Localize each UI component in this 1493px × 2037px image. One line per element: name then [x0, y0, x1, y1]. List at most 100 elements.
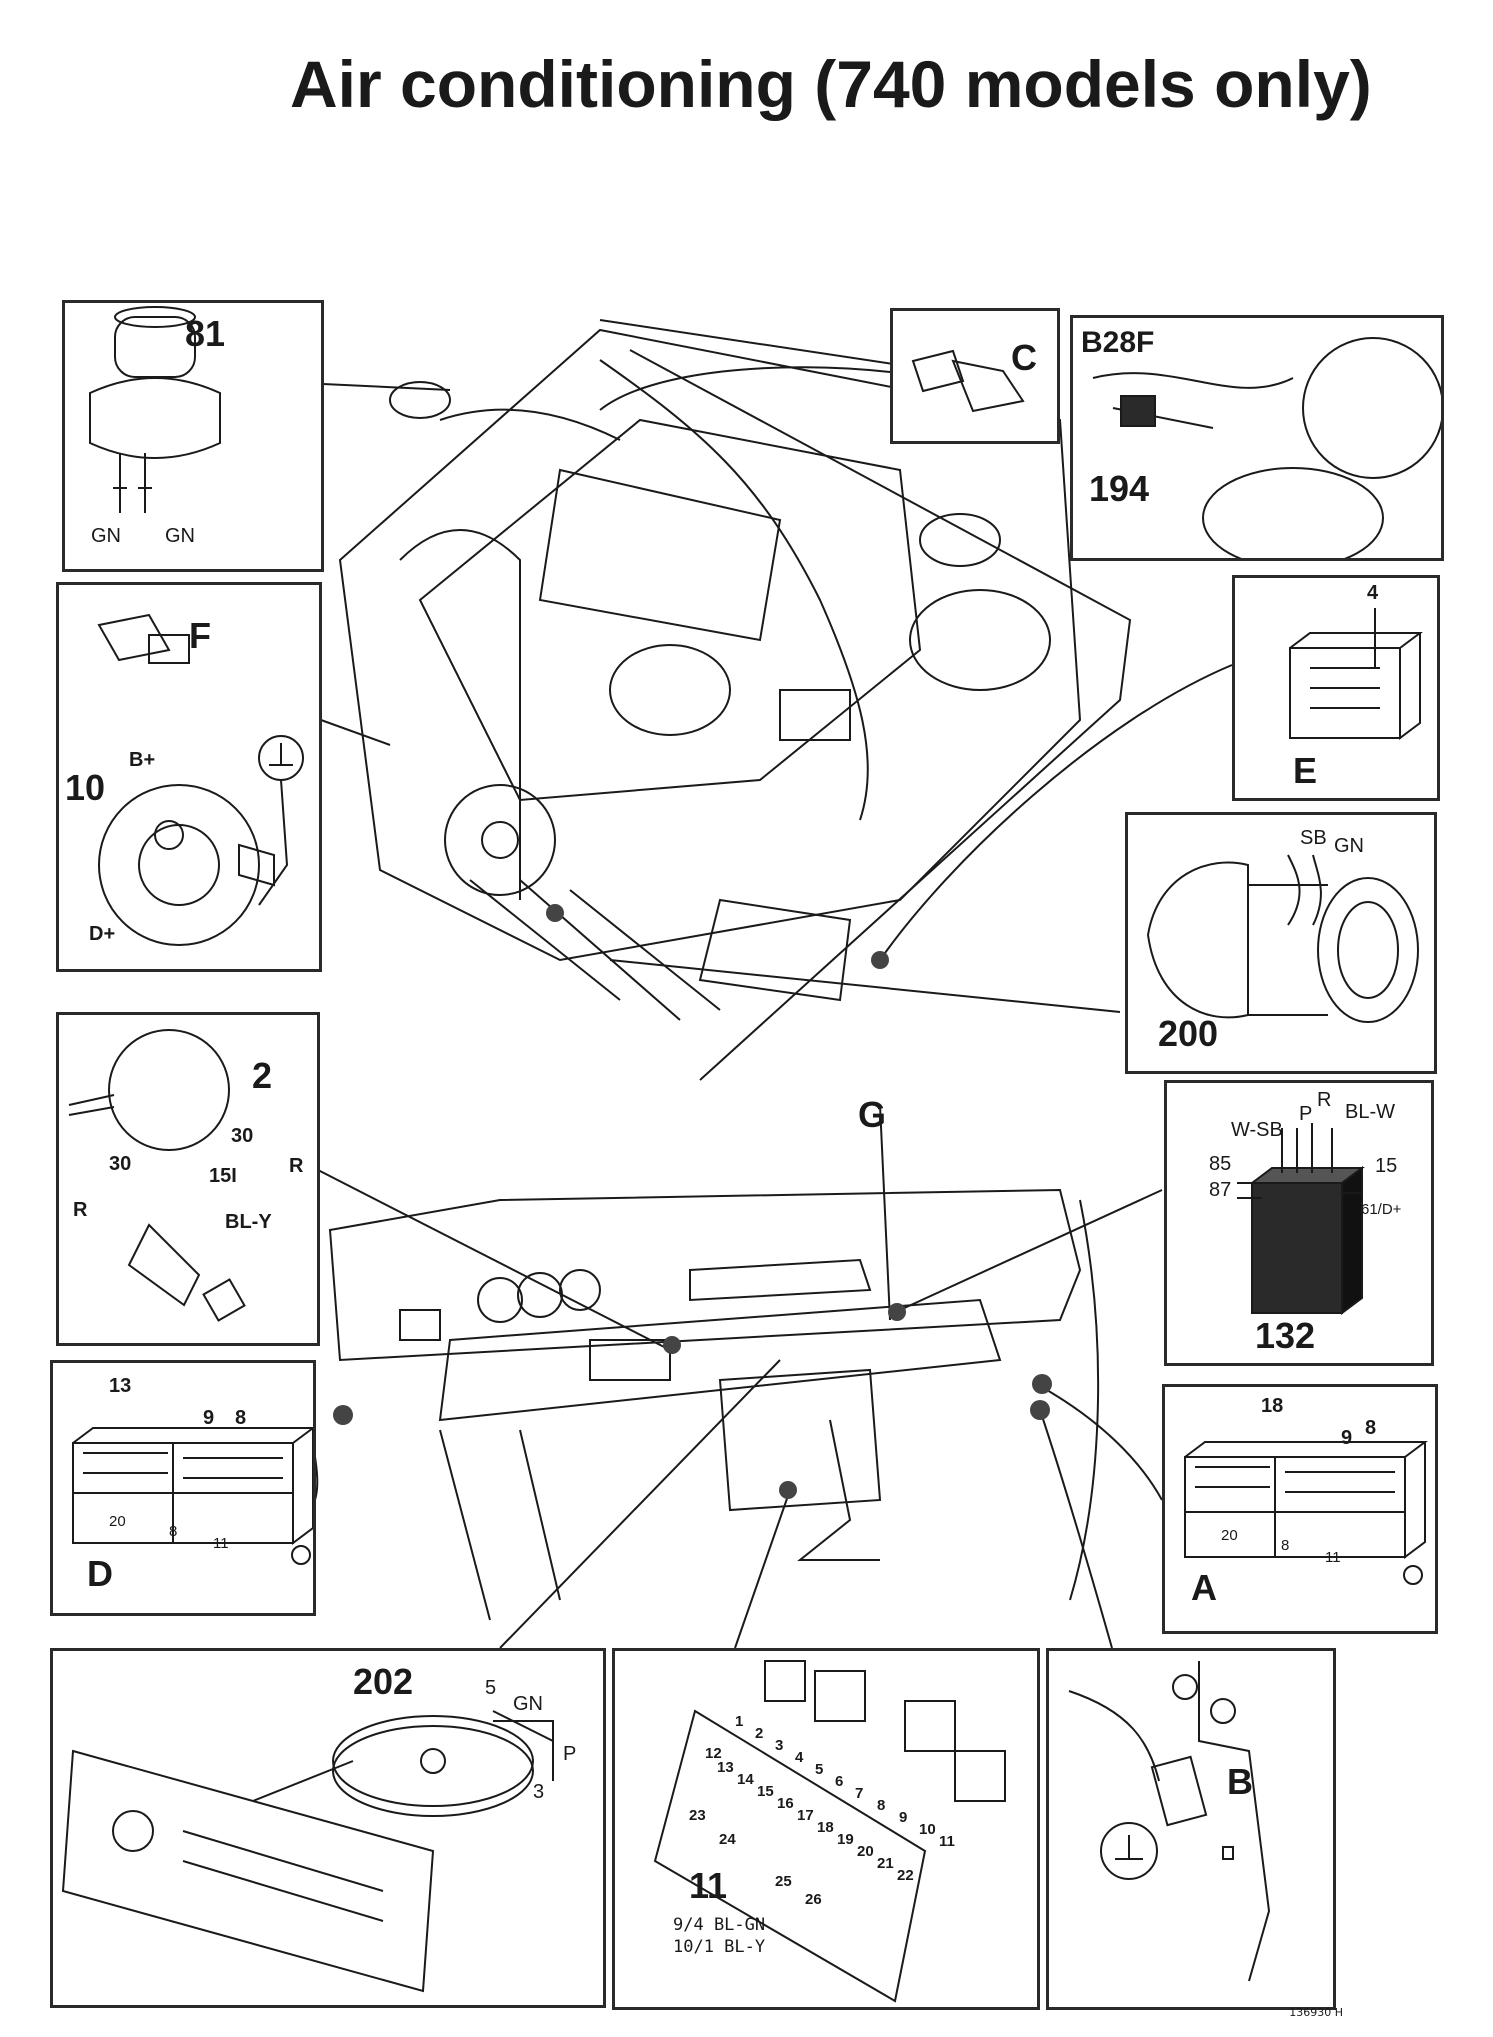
component-letter-F: F: [189, 615, 211, 656]
wire-label-gn-2: GN: [165, 525, 195, 547]
component-number-11: 11: [689, 1865, 728, 1906]
terminal-label-15i: 15I: [209, 1165, 237, 1187]
component-letter-C: C: [1011, 337, 1037, 378]
component-number-2: 2: [252, 1055, 273, 1096]
wire-label-r-b: R: [73, 1199, 88, 1221]
pin-label-18: 18: [1261, 1395, 1284, 1417]
connector-dot-E: [546, 904, 564, 922]
panel-B28F-194: B28F 194: [1070, 315, 1444, 561]
fuse-label-2: 2: [755, 1725, 764, 1742]
pin-label-4: 4: [1367, 582, 1379, 604]
pin-label-9: 9: [1341, 1427, 1353, 1449]
fuse-label-15: 15: [757, 1783, 774, 1800]
pin-label-8: 8: [1365, 1417, 1377, 1439]
pin-label-8-lower: 8: [169, 1523, 178, 1540]
dashboard-illustration: [328, 1188, 1100, 1621]
terminal-label-b-plus: B+: [129, 749, 156, 771]
pin-label-13: 13: [109, 1375, 132, 1397]
fuse-label-21: 21: [877, 1855, 894, 1872]
pin-label-11: 11: [1325, 1549, 1341, 1566]
engine-code-B28F: B28F: [1081, 326, 1155, 359]
connector-dot-D: [333, 1405, 353, 1425]
wire-label-gn: GN: [513, 1693, 543, 1715]
component-letter-A: A: [1191, 1567, 1217, 1608]
leader-lines: [304, 366, 1233, 1649]
terminal-label-30-b: 30: [109, 1153, 132, 1175]
fuse-label-8: 8: [877, 1797, 886, 1814]
component-number-200: 200: [1158, 1013, 1219, 1054]
fuse-label-22: 22: [897, 1867, 914, 1884]
wire-label-gn-1: GN: [91, 525, 121, 547]
fuse-label-11: 11: [939, 1833, 955, 1850]
connector-dot-A: [1032, 1374, 1052, 1394]
fuse-label-5: 5: [815, 1761, 824, 1778]
fuse-label-25: 25: [775, 1873, 792, 1890]
connector-dot-202: [663, 1336, 681, 1354]
panel-A: 18 9 8 20 8 11 A: [1162, 1384, 1438, 1634]
wire-label-p: P: [563, 1743, 577, 1765]
component-number-81: 81: [185, 313, 226, 354]
terminal-label-d-plus: D+: [89, 923, 116, 945]
connector-dot-B: [1030, 1400, 1050, 1420]
pin-label-85: 85: [1209, 1153, 1232, 1175]
ground-symbol-icon: [1100, 1822, 1158, 1880]
component-letter-G: G: [858, 1094, 887, 1135]
component-letter-B: B: [1227, 1761, 1253, 1802]
panel-2: 2 30 R 30 R 15I BL-Y: [56, 1012, 320, 1346]
component-letter-D: D: [87, 1553, 113, 1594]
fuse-label-12: 12: [705, 1745, 722, 1762]
component-number-132: 132: [1255, 1315, 1316, 1356]
panel-11: 1 2 3 4 5 6 7 8 9 10 11 12 13 14 15 16 1…: [612, 1648, 1040, 2010]
pin-label-11: 11: [213, 1535, 229, 1552]
fuse-label-9: 9: [899, 1809, 908, 1826]
fuse-label-24: 24: [719, 1831, 736, 1848]
fuse-note-1: 9/4 BL-GN: [673, 1915, 766, 1935]
pin-label-8: 8: [235, 1407, 247, 1429]
pin-label-20: 20: [1221, 1527, 1238, 1544]
panel-200: SB GN 200: [1125, 812, 1437, 1074]
panel-E: 4 E: [1232, 575, 1440, 801]
component-number-202: 202: [353, 1661, 414, 1702]
component-letter-E: E: [1293, 750, 1318, 791]
terminal-label-30-a: 30: [231, 1125, 254, 1147]
wire-label-w-sb: W-SB: [1231, 1119, 1283, 1141]
panel-81: 81 GN GN: [62, 300, 324, 572]
fuse-label-3: 3: [775, 1737, 784, 1754]
pin-label-8-lower: 8: [1281, 1537, 1290, 1554]
wire-label-5: 5: [485, 1677, 497, 1699]
connector-dot-11: [779, 1481, 797, 1499]
fuse-label-26: 26: [805, 1891, 822, 1908]
fuse-label-7: 7: [855, 1785, 864, 1802]
engine-bay-illustration: [338, 319, 1132, 1081]
panel-C: C: [890, 308, 1060, 444]
drawing-code: 136930 H: [1289, 2006, 1343, 2019]
wire-label-bl-w: BL-W: [1345, 1101, 1395, 1123]
panel-202: 202 5 GN P 3: [50, 1648, 606, 2008]
pin-label-87: 87: [1209, 1179, 1232, 1201]
fuse-label-4: 4: [795, 1749, 804, 1766]
wire-label-gn: GN: [1334, 835, 1364, 857]
wire-label-3: 3: [533, 1781, 545, 1803]
fuse-label-13: 13: [717, 1759, 734, 1776]
connector-dot-200: [871, 951, 889, 969]
fuse-label-16: 16: [777, 1795, 794, 1812]
fuse-label-1: 1: [735, 1713, 744, 1730]
component-number-10: 10: [65, 767, 106, 808]
fuse-label-23: 23: [689, 1807, 706, 1824]
pin-label-15: 15: [1375, 1155, 1398, 1177]
page-title: Air conditioning (740 models only): [290, 47, 1372, 121]
panel-132: W-SB P R BL-W 85 87 15 61/D+ 132: [1164, 1080, 1434, 1366]
wire-label-p: P: [1299, 1103, 1313, 1125]
fuse-label-10: 10: [919, 1821, 936, 1838]
pin-label-9: 9: [203, 1407, 215, 1429]
panel-B: B: [1046, 1648, 1336, 2010]
pin-label-20: 20: [109, 1513, 126, 1530]
wire-label-bl-y: BL-Y: [225, 1211, 272, 1233]
panel-D: 13 9 8 20 8 11 D: [50, 1360, 316, 1616]
fuse-label-17: 17: [797, 1807, 814, 1824]
wire-label-r: R: [1317, 1089, 1332, 1111]
wire-label-r-a: R: [289, 1155, 304, 1177]
fuse-label-19: 19: [837, 1831, 854, 1848]
fuse-label-20: 20: [857, 1843, 874, 1860]
